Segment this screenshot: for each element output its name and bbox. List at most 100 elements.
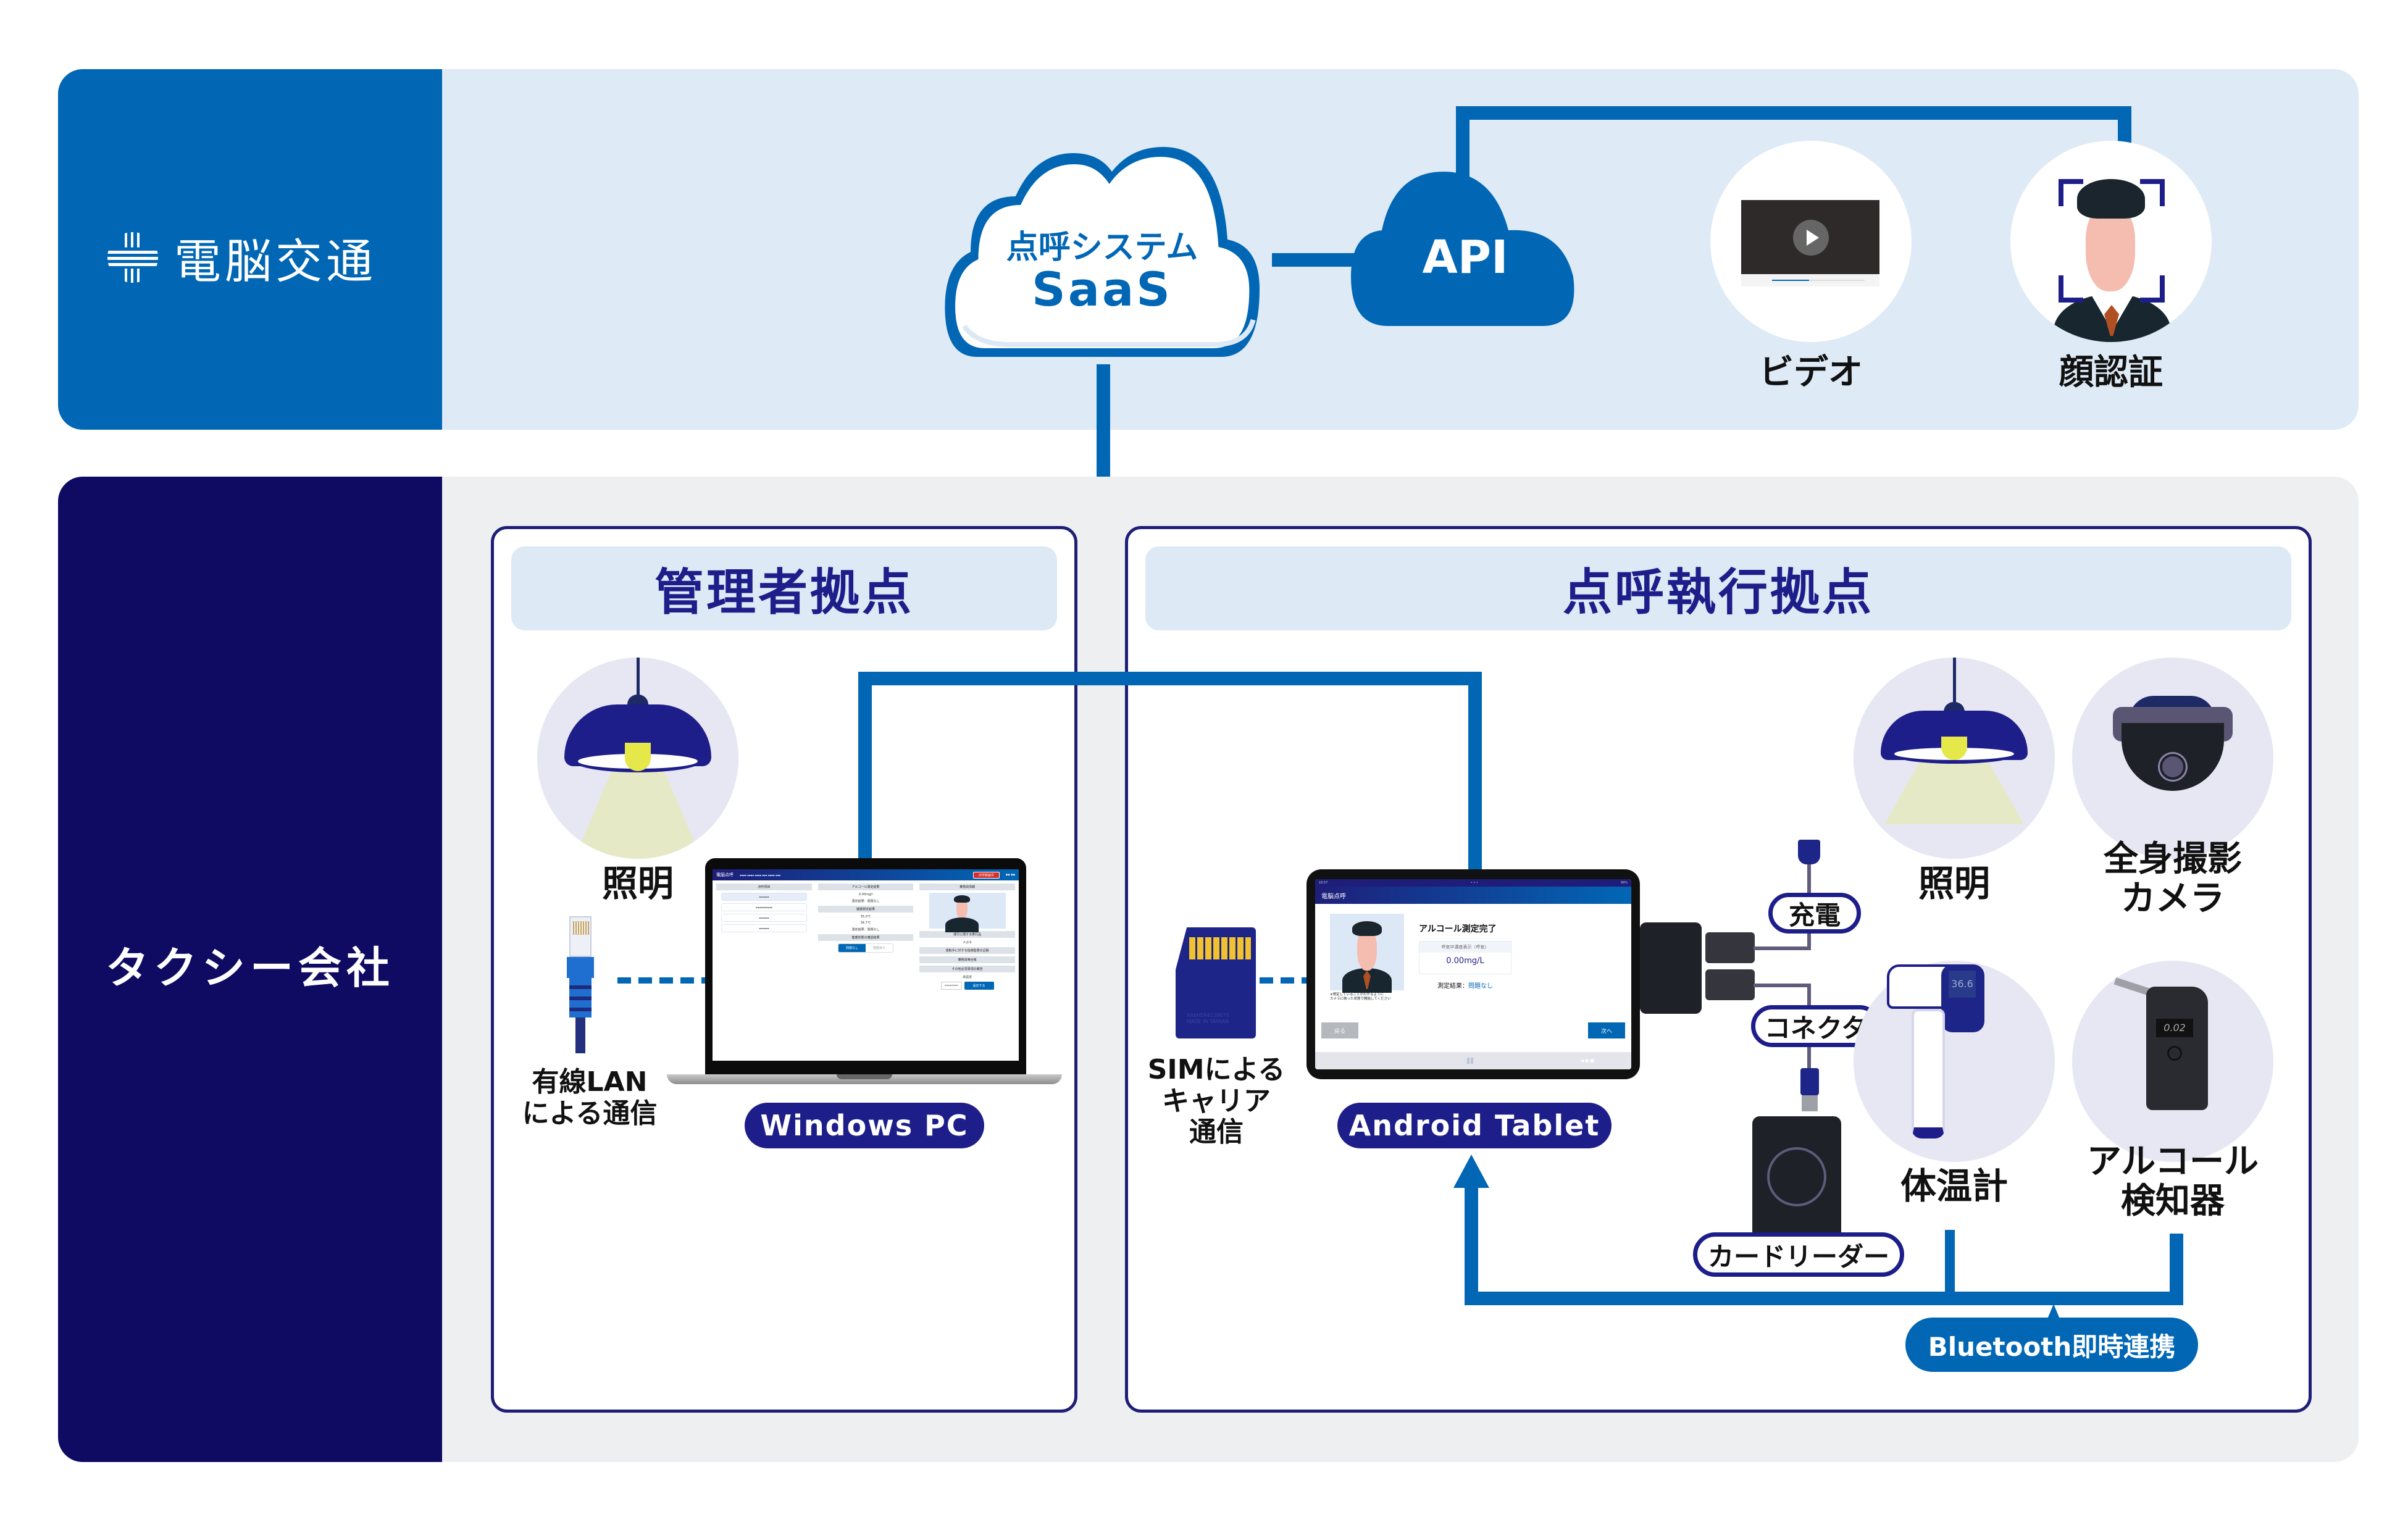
col-header: 運転手に対する指導監督の記録: [919, 947, 1016, 954]
lan-cable: [575, 1017, 585, 1053]
play-button[interactable]: [1793, 220, 1829, 256]
thermometer-display-housing: 36.6: [1941, 964, 1984, 1032]
exec-lighting-circle: [1854, 658, 2055, 859]
video-circle: [1710, 141, 1912, 342]
laptop-nav[interactable]: ▪▪▪▪ ▪▪▪▪ ▪▪▪▪ ▪▪▪ ▪▪▪▪ ▪▪▪: [740, 873, 780, 877]
camera-label: 全身撮影 カメラ: [2072, 839, 2273, 919]
progress-track[interactable]: [1772, 280, 1865, 281]
health-result: 測定結果：問題なし: [851, 928, 880, 932]
person-face: [956, 899, 968, 919]
security-camera-icon: [2122, 723, 2224, 791]
card-reader-label: カードリーダー: [1693, 1232, 1904, 1277]
result-value: 問題なし: [1468, 983, 1493, 990]
face-auth-label: 顔認証: [2059, 353, 2163, 393]
camera-label-line2: カメラ: [2121, 879, 2225, 919]
driver-photo: [929, 893, 1006, 932]
person-face: [1357, 930, 1377, 971]
arrow-up-icon: [1453, 1155, 1489, 1188]
api-cloud-label: API: [1422, 231, 1508, 284]
admin-site-title: 管理者拠点: [511, 546, 1057, 630]
next-button[interactable]: 次へ: [1588, 1022, 1625, 1038]
laptop-columns: 点呼項目 ▪▪▪▪▪▪ ▪▪▪▪▪▪▪▪▪▪ ▪▪▪▪▪▪ ▪▪▪▪▪▪ アルコ…: [713, 880, 1019, 993]
back-button[interactable]: 戻る: [1321, 1022, 1358, 1038]
connector-api-to-face: [1456, 106, 2131, 120]
video-player[interactable]: [1741, 200, 1879, 274]
sim-dashed-link: [1260, 977, 1309, 984]
segment-ok[interactable]: 問題なし: [838, 944, 866, 952]
thermometer-link: [1945, 1230, 1955, 1298]
exec-lighting-label: 照明: [1918, 863, 1990, 905]
lan-label: 有線LAN による通信: [512, 1066, 667, 1129]
sim-contacts: [1189, 937, 1251, 959]
health-status-toggle[interactable]: 問題なし 問題あり: [837, 943, 894, 953]
breathalyzer-icon: 0.02: [2146, 987, 2208, 1110]
col-header: 乗務員等台帳: [919, 956, 1016, 963]
apps-grid-icon[interactable]: [1467, 1058, 1473, 1064]
lamp-cord: [1953, 658, 1956, 707]
connector-api-up: [1456, 106, 1469, 186]
breathalyzer-label: アルコール 検知器: [2072, 1142, 2273, 1222]
segment-ng[interactable]: 問題あり: [873, 946, 886, 950]
lan-dashed-link: [617, 977, 710, 984]
person-suit: [945, 917, 979, 932]
col-header: 運行に関する携行品: [919, 931, 1016, 938]
step-item[interactable]: ▪▪▪▪▪▪: [721, 893, 807, 901]
report-input[interactable]: ▪▪▪▪▪▪▪▪: [940, 982, 962, 990]
breathalyzer-label-line2: 検知器: [2121, 1181, 2225, 1222]
driver-camera-view: [1330, 914, 1404, 993]
camera-lens: [2160, 754, 2186, 780]
set-button[interactable]: 設定する: [964, 982, 994, 990]
logo-mark-icon: [107, 232, 158, 283]
usb-connector-icon: [1800, 1068, 1819, 1095]
cloud-filled-icon: [1351, 172, 1574, 326]
measurement-title: アルコール測定完了: [1419, 924, 1497, 934]
face-scan-frame-icon: [2059, 179, 2165, 303]
charge-label: 充電: [1768, 893, 1861, 934]
thermometer-display: 36.6: [1949, 971, 1976, 998]
report-form: ▪▪▪▪▪▪▪▪ 設定する: [940, 982, 994, 990]
connector-saas-to-api: [1272, 253, 1358, 267]
status-dots: • • •: [1470, 881, 1478, 885]
arrow-to-tablet-shaft: [1465, 1185, 1478, 1305]
sim-serial: XA6HER4120675: [1187, 1013, 1229, 1018]
connector-to-tablet: [1468, 672, 1482, 875]
tablet-status-bar: 16:57 • • • 99%: [1315, 879, 1631, 887]
tablet-screen: 16:57 • • • 99% 電脳点呼 ※想定していることがわかるように カメ…: [1315, 879, 1631, 1069]
person-cap: [953, 895, 970, 903]
play-icon: [1807, 230, 1819, 246]
breathalyzer-link: [2170, 1234, 2183, 1301]
note-line1: ※想定していることがわかるように: [1330, 993, 1384, 996]
col-header: アルコール測定結果: [817, 884, 914, 890]
nfc-ring: [1767, 1147, 1826, 1206]
execution-site-title: 点呼執行拠点: [1145, 546, 2291, 630]
laptop-app-header: 電脳点呼 ▪▪▪▪ ▪▪▪▪ ▪▪▪▪ ▪▪▪ ▪▪▪▪ ▪▪▪ 点呼録画中 ▪…: [713, 869, 1019, 880]
sim-origin: MADE IN TAIWAN: [1187, 1018, 1229, 1024]
person-cap: [1352, 921, 1382, 936]
measurement-result: 測定結果：問題なし: [1419, 980, 1511, 990]
nav-buttons[interactable]: ◀ ● ■: [1580, 1058, 1594, 1063]
lan-boot-ribs: [569, 978, 592, 1017]
power-plug-icon: [1798, 840, 1820, 864]
admin-lighting-label: 照明: [601, 863, 674, 905]
saas-cloud-title: 点呼システム: [1006, 229, 1198, 266]
box-value: 0.00mg/L: [1446, 956, 1484, 966]
power-button-icon[interactable]: [2167, 1046, 2182, 1061]
breath-concentration-box: 呼気中濃度表示（呼気） 0.00mg/L: [1419, 941, 1511, 974]
step-item[interactable]: ▪▪▪▪▪▪: [721, 924, 807, 932]
usb-hub-icon: [1640, 922, 1702, 1014]
progress-fill: [1772, 280, 1809, 281]
laptop-col-driver: 乗務員情報 運行に関する携行品 メガネ 運転手に対する指導監督の記録 乗務員等台…: [919, 884, 1016, 990]
col-header: 健康測定結果: [817, 906, 914, 913]
item-value: 未設定: [963, 976, 972, 979]
temp-avg: 35.0℃: [860, 915, 871, 919]
step-item[interactable]: ▪▪▪▪▪▪▪▪▪▪: [721, 903, 807, 911]
step-item[interactable]: ▪▪▪▪▪▪: [721, 914, 807, 922]
alcohol-result: 測定結果：問題なし: [851, 900, 880, 903]
camera-label-line1: 全身撮影: [2104, 839, 2242, 879]
video-label: ビデオ: [1759, 353, 1863, 393]
lan-label-line2: による通信: [522, 1097, 658, 1129]
breathalyzer-label-line1: アルコール: [2086, 1142, 2259, 1182]
sim-label: SIMによる キャリア 通信: [1142, 1054, 1290, 1148]
thermometer-label: 体温計: [1900, 1165, 2008, 1207]
box-header: 呼気中濃度表示（呼気）: [1419, 942, 1511, 953]
